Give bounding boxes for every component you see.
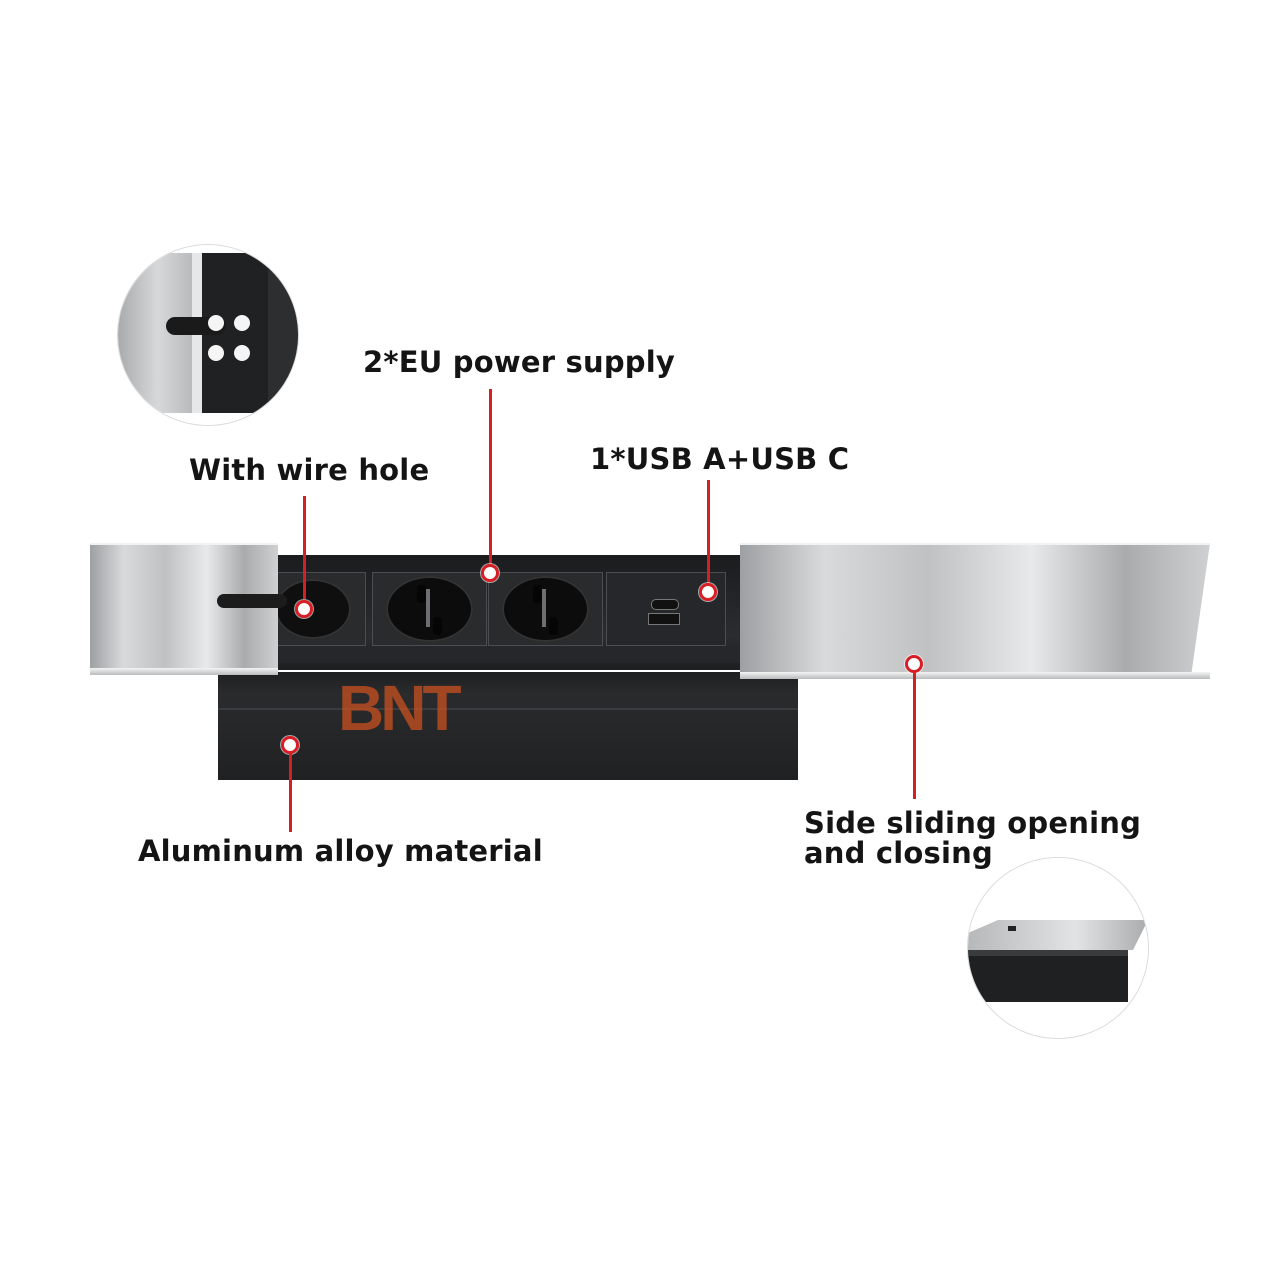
right-cover-plate (740, 543, 1210, 675)
eu-socket-2-earth-clip (542, 589, 546, 627)
callout-dot-wire-hole (295, 600, 313, 618)
wire-hole-closeup-inset (117, 244, 299, 426)
label-side-sliding-line2: and closing (804, 836, 993, 870)
eu-socket-1-pin-left (417, 585, 426, 603)
usb-a-port (648, 613, 680, 625)
callout-line-usb (707, 480, 710, 584)
callout-dot-material (281, 736, 299, 754)
usb-c-port (651, 599, 679, 610)
wire-hole-socket (264, 572, 366, 646)
right-cover-edge (740, 672, 1210, 679)
callout-line-wire-hole (303, 496, 306, 599)
label-wire-hole: With wire hole (189, 453, 430, 487)
eu-socket-2 (488, 572, 603, 646)
callout-dot-sliding (905, 655, 923, 673)
brand-watermark: BNT (338, 672, 462, 744)
closed-product-inset (967, 857, 1149, 1039)
label-side-sliding-line1: Side sliding opening (804, 806, 1142, 840)
eu-socket-1 (372, 572, 487, 646)
callout-line-material (289, 754, 292, 832)
wire-hole-closeup-image (118, 245, 298, 425)
housing-seam (218, 708, 798, 710)
eu-socket-2-pin-right (549, 617, 558, 635)
aluminum-housing-body (218, 672, 798, 780)
label-aluminum-material: Aluminum alloy material (138, 834, 543, 868)
callout-line-sliding (913, 673, 916, 799)
eu-socket-2-pin-left (533, 585, 542, 603)
callout-dot-usb (699, 583, 717, 601)
socket-module-lip (262, 645, 740, 663)
left-cover-slot (217, 594, 287, 608)
label-usb-ports: 1*USB A+USB C (590, 442, 850, 476)
eu-socket-1-pin-right (433, 617, 442, 635)
label-eu-power-supply: 2*EU power supply (363, 345, 676, 379)
eu-socket-1-earth-clip (426, 589, 430, 627)
closed-product-image (968, 858, 1148, 1038)
callout-line-power (489, 389, 492, 565)
callout-dot-power (481, 564, 499, 582)
left-cover-edge (90, 668, 278, 675)
wire-hole-socket-opening (275, 579, 351, 639)
